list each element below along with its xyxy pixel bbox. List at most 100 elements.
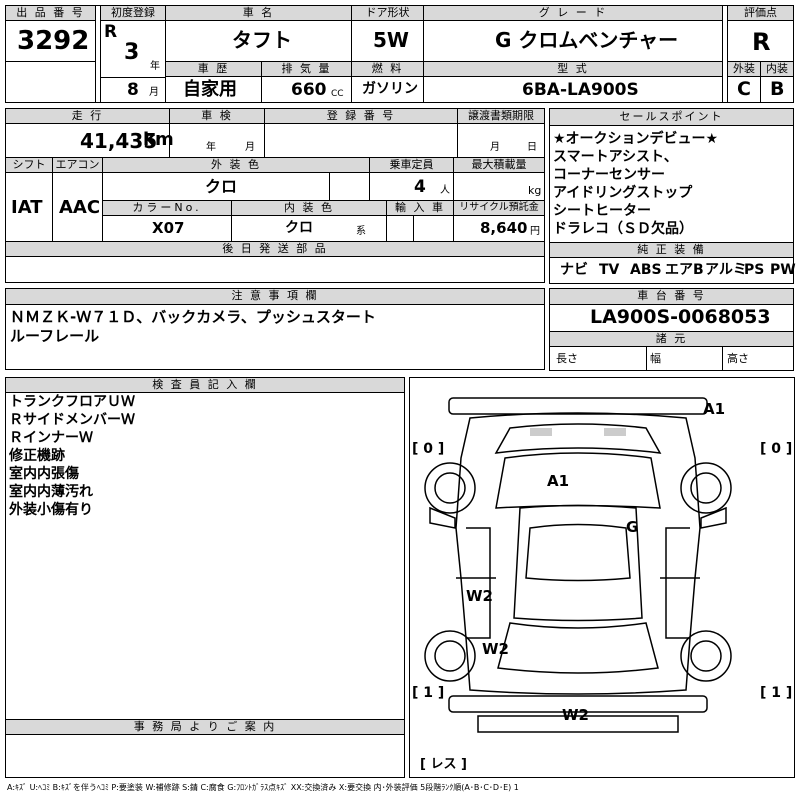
transfer-month-unit: 月	[490, 142, 500, 153]
sales-point-line: シートヒーター	[553, 203, 651, 219]
capacity-label: 乗車定員	[369, 157, 454, 173]
inspection-month-unit: 月	[245, 142, 255, 153]
recycle-unit: 円	[530, 226, 540, 237]
sales-point-line: スマートアシスト、	[553, 149, 678, 165]
diagram-mark: W2	[466, 587, 493, 605]
length-label: 長さ	[556, 352, 578, 365]
equipment-ps: PS	[744, 262, 765, 278]
color-label: 外 装 色	[102, 157, 370, 173]
score: R	[752, 28, 771, 56]
equipment-airbag: エアB	[665, 262, 704, 278]
inspector-line: ＲサイドメンバーＷ	[9, 412, 135, 428]
transfer-day-unit: 日	[527, 142, 537, 153]
color-extra-box	[329, 172, 370, 201]
mileage: 41,435	[80, 129, 158, 153]
notes-line: ＮＭＺＫ-Ｗ７１Ｄ、バックカメラ、プッシュスタート	[10, 308, 376, 326]
model-box	[423, 76, 723, 103]
chassis-label: 車 台 番 号	[549, 288, 794, 305]
diagram-mark: A1	[547, 472, 570, 490]
sales-point-line: コーナーセンサー	[553, 167, 665, 183]
history-label: 車 歴	[165, 61, 262, 77]
registration-box	[264, 123, 458, 158]
import-label: 輸 入 車	[386, 200, 454, 216]
recycle-label: リサイクル預託金	[453, 200, 545, 216]
equipment-pw: PW	[770, 262, 796, 278]
notes-line: ルーフレール	[10, 327, 100, 345]
equipment-abs: ABS	[630, 262, 662, 278]
spare-tire: [ レス ]	[420, 757, 467, 772]
later-parts-box	[5, 256, 545, 283]
equipment-alloy: アルミ	[705, 262, 747, 278]
car-outline-diagram	[424, 397, 732, 733]
width-label: 幅	[650, 352, 661, 365]
lot-blank	[5, 61, 96, 103]
ac: AAC	[59, 197, 101, 218]
interior-label: 内装	[760, 61, 794, 77]
notes-label: 注 意 事 項 欄	[5, 288, 545, 305]
color-no: X07	[152, 219, 185, 237]
inspection-label: 車 検	[169, 108, 265, 124]
capacity: 4	[414, 177, 426, 197]
grade-label: グ レ ー ド	[423, 5, 723, 21]
ac-label: エアコン	[52, 157, 103, 173]
load-label: 最大積載量	[453, 157, 545, 173]
diagram-mark: W2	[482, 640, 509, 658]
office-box	[5, 734, 405, 778]
recycle: 8,640	[480, 219, 528, 237]
office-label: 事 務 局 よ り ご 案 内	[5, 719, 405, 735]
chassis-number: LA900S-0068053	[590, 306, 771, 328]
car-name: タフト	[232, 28, 292, 52]
registration-label: 登 録 番 号	[264, 108, 458, 124]
import-divider	[413, 215, 414, 242]
year: 3	[124, 40, 140, 65]
height-box	[722, 346, 794, 371]
displacement-unit: CC	[331, 89, 344, 99]
exterior-grade: C	[737, 78, 751, 100]
month-unit: 月	[149, 87, 159, 98]
transfer-label: 譲渡書類期限	[457, 108, 545, 124]
shift: IAT	[11, 197, 43, 218]
inspector-line: ＲインナーＷ	[9, 430, 93, 446]
model-label: 型 式	[423, 61, 723, 77]
later-parts-label: 後 日 発 送 部 品	[5, 241, 545, 257]
equipment-tv: TV	[599, 262, 620, 278]
month: 8	[127, 80, 139, 100]
reg-divider	[100, 77, 166, 78]
sales-point-line: アイドリングストップ	[553, 185, 693, 201]
displacement: 660	[291, 80, 327, 100]
lot-number: 3292	[17, 26, 90, 56]
mileage-unit: km	[143, 129, 174, 150]
grade: G クロムベンチャー	[495, 28, 679, 52]
color: クロ	[205, 177, 238, 196]
tire-depth: [ 1 ]	[760, 685, 793, 701]
shift-label: シフト	[5, 157, 53, 173]
door: 5W	[373, 28, 409, 52]
inspection-year-unit: 年	[206, 142, 216, 153]
sales-point-line: ドラレコ（ＳＤ欠品）	[553, 221, 693, 237]
diagram-mark: W2	[562, 706, 589, 724]
damage-diagram: A1 A1 G W2 W2 W2 [ 0 ] [ 0 ] [ 1 ] [ 1 ]…	[409, 377, 795, 778]
color-no-label: カラーNo.	[102, 200, 232, 216]
tire-depth: [ 1 ]	[412, 685, 445, 701]
height-label: 高さ	[727, 352, 749, 365]
car-name-label: 車 名	[165, 5, 352, 21]
era: R	[104, 22, 118, 42]
door-label: ドア形状	[351, 5, 424, 21]
lot-label: 出 品 番 号	[5, 5, 96, 21]
interior-color-unit: 系	[356, 226, 366, 237]
interior-grade: B	[770, 78, 785, 100]
diagram-mark: A1	[703, 400, 726, 418]
diagram-mark: G	[626, 518, 639, 536]
legend: A:ｷｽﾞ U:ﾍｺﾐ B:ｷｽﾞを伴うﾍｺﾐ P:要塗装 W:補修跡 S:錆 …	[7, 783, 519, 792]
inspector-line: 修正機跡	[9, 448, 65, 464]
inspector-line: 外装小傷有り	[9, 502, 93, 518]
interior-color-label: 内 装 色	[231, 200, 387, 216]
score-label: 評価点	[727, 5, 794, 21]
sales-point-line: ★オークションデビュー★	[553, 131, 719, 147]
displacement-label: 排 気 量	[261, 61, 352, 77]
mileage-label: 走 行	[5, 108, 170, 124]
tire-depth: [ 0 ]	[760, 441, 793, 457]
interior-color: クロ	[285, 220, 313, 236]
interior-box	[760, 76, 794, 103]
load-unit: kg	[528, 184, 542, 197]
